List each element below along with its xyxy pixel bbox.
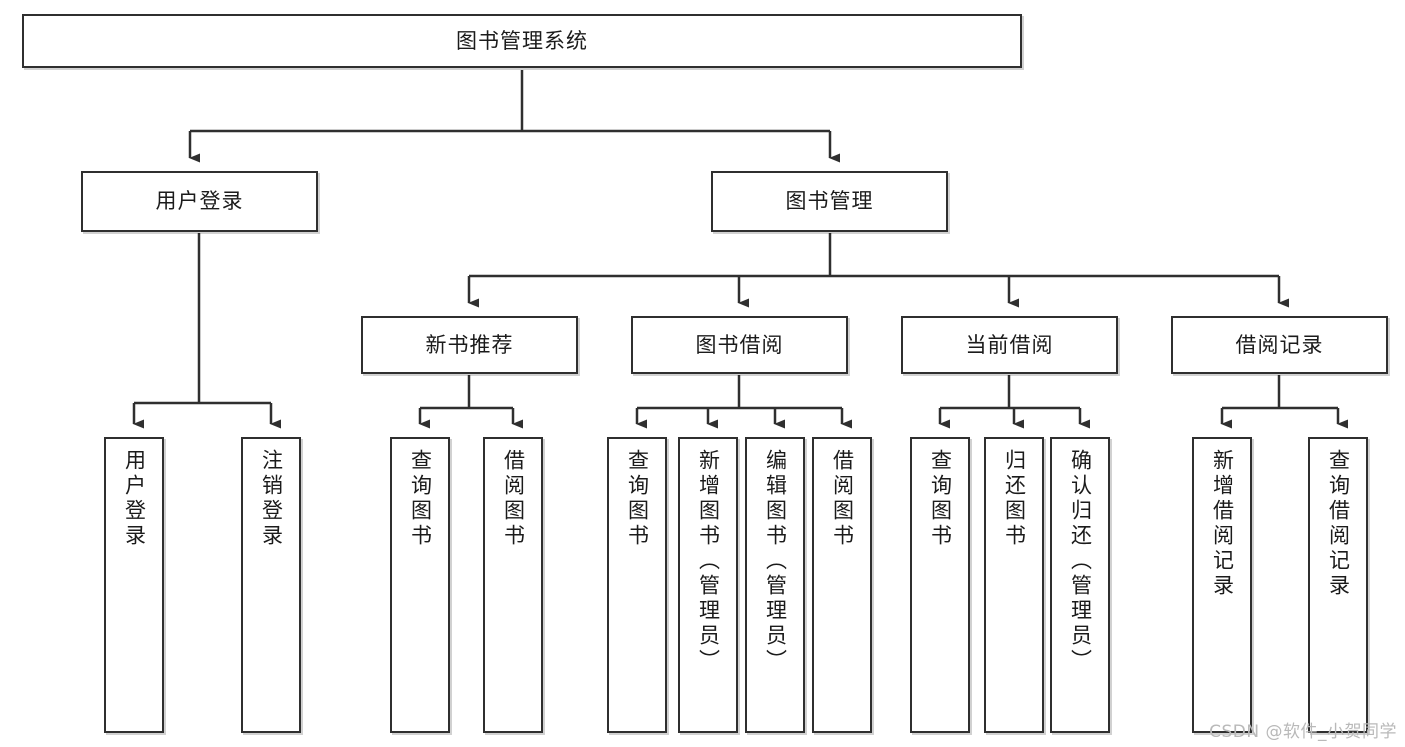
node-label: 借阅图书	[501, 449, 526, 549]
leaf-confirm-return-admin[interactable]: 确认归还（管理员）	[1050, 437, 1110, 733]
leaf-query-books-newbook[interactable]: 查询图书	[390, 437, 450, 733]
watermark-text: CSDN @软件_小贺同学	[1209, 722, 1397, 742]
node-label: 新增借阅记录	[1210, 449, 1235, 599]
node-label: 确认归还（管理员）	[1068, 449, 1093, 674]
leaf-add-book-admin[interactable]: 新增图书（管理员）	[678, 437, 738, 733]
node-label: 用户登录	[155, 189, 244, 214]
node-label: 图书管理系统	[456, 28, 588, 53]
leaf-user-login[interactable]: 用户登录	[104, 437, 164, 733]
node-label: 查询图书	[928, 449, 953, 549]
node-label: 注销登录	[259, 449, 284, 549]
node-borrow-records[interactable]: 借阅记录	[1171, 316, 1388, 374]
node-label: 编辑图书（管理员）	[763, 449, 788, 674]
node-label: 图书借阅	[695, 332, 784, 357]
node-user-login[interactable]: 用户登录	[81, 171, 318, 232]
node-book-management[interactable]: 图书管理	[711, 171, 948, 232]
node-label: 借阅图书	[830, 449, 855, 549]
node-root-book-management-system[interactable]: 图书管理系统	[22, 14, 1022, 68]
node-label: 图书管理	[785, 189, 874, 214]
leaf-add-borrow-record[interactable]: 新增借阅记录	[1192, 437, 1252, 733]
node-label: 当前借阅	[965, 332, 1054, 357]
node-label: 查询图书	[408, 449, 433, 549]
node-label: 用户登录	[122, 449, 147, 549]
node-label: 新增图书（管理员）	[696, 449, 721, 674]
node-new-book-recommendation[interactable]: 新书推荐	[361, 316, 578, 374]
node-label: 查询借阅记录	[1326, 449, 1351, 599]
leaf-query-borrow-record[interactable]: 查询借阅记录	[1308, 437, 1368, 733]
leaf-query-books-current[interactable]: 查询图书	[910, 437, 970, 733]
leaf-edit-book-admin[interactable]: 编辑图书（管理员）	[745, 437, 805, 733]
node-current-borrowing[interactable]: 当前借阅	[901, 316, 1118, 374]
node-label: 查询图书	[625, 449, 650, 549]
node-label: 新书推荐	[425, 332, 514, 357]
leaf-borrow-books-newbook[interactable]: 借阅图书	[483, 437, 543, 733]
node-label: 归还图书	[1002, 449, 1027, 549]
node-label: 借阅记录	[1235, 332, 1324, 357]
leaf-query-books-borrowing[interactable]: 查询图书	[607, 437, 667, 733]
leaf-return-books[interactable]: 归还图书	[984, 437, 1044, 733]
leaf-logout[interactable]: 注销登录	[241, 437, 301, 733]
node-book-borrowing[interactable]: 图书借阅	[631, 316, 848, 374]
leaf-borrow-books-borrowing[interactable]: 借阅图书	[812, 437, 872, 733]
